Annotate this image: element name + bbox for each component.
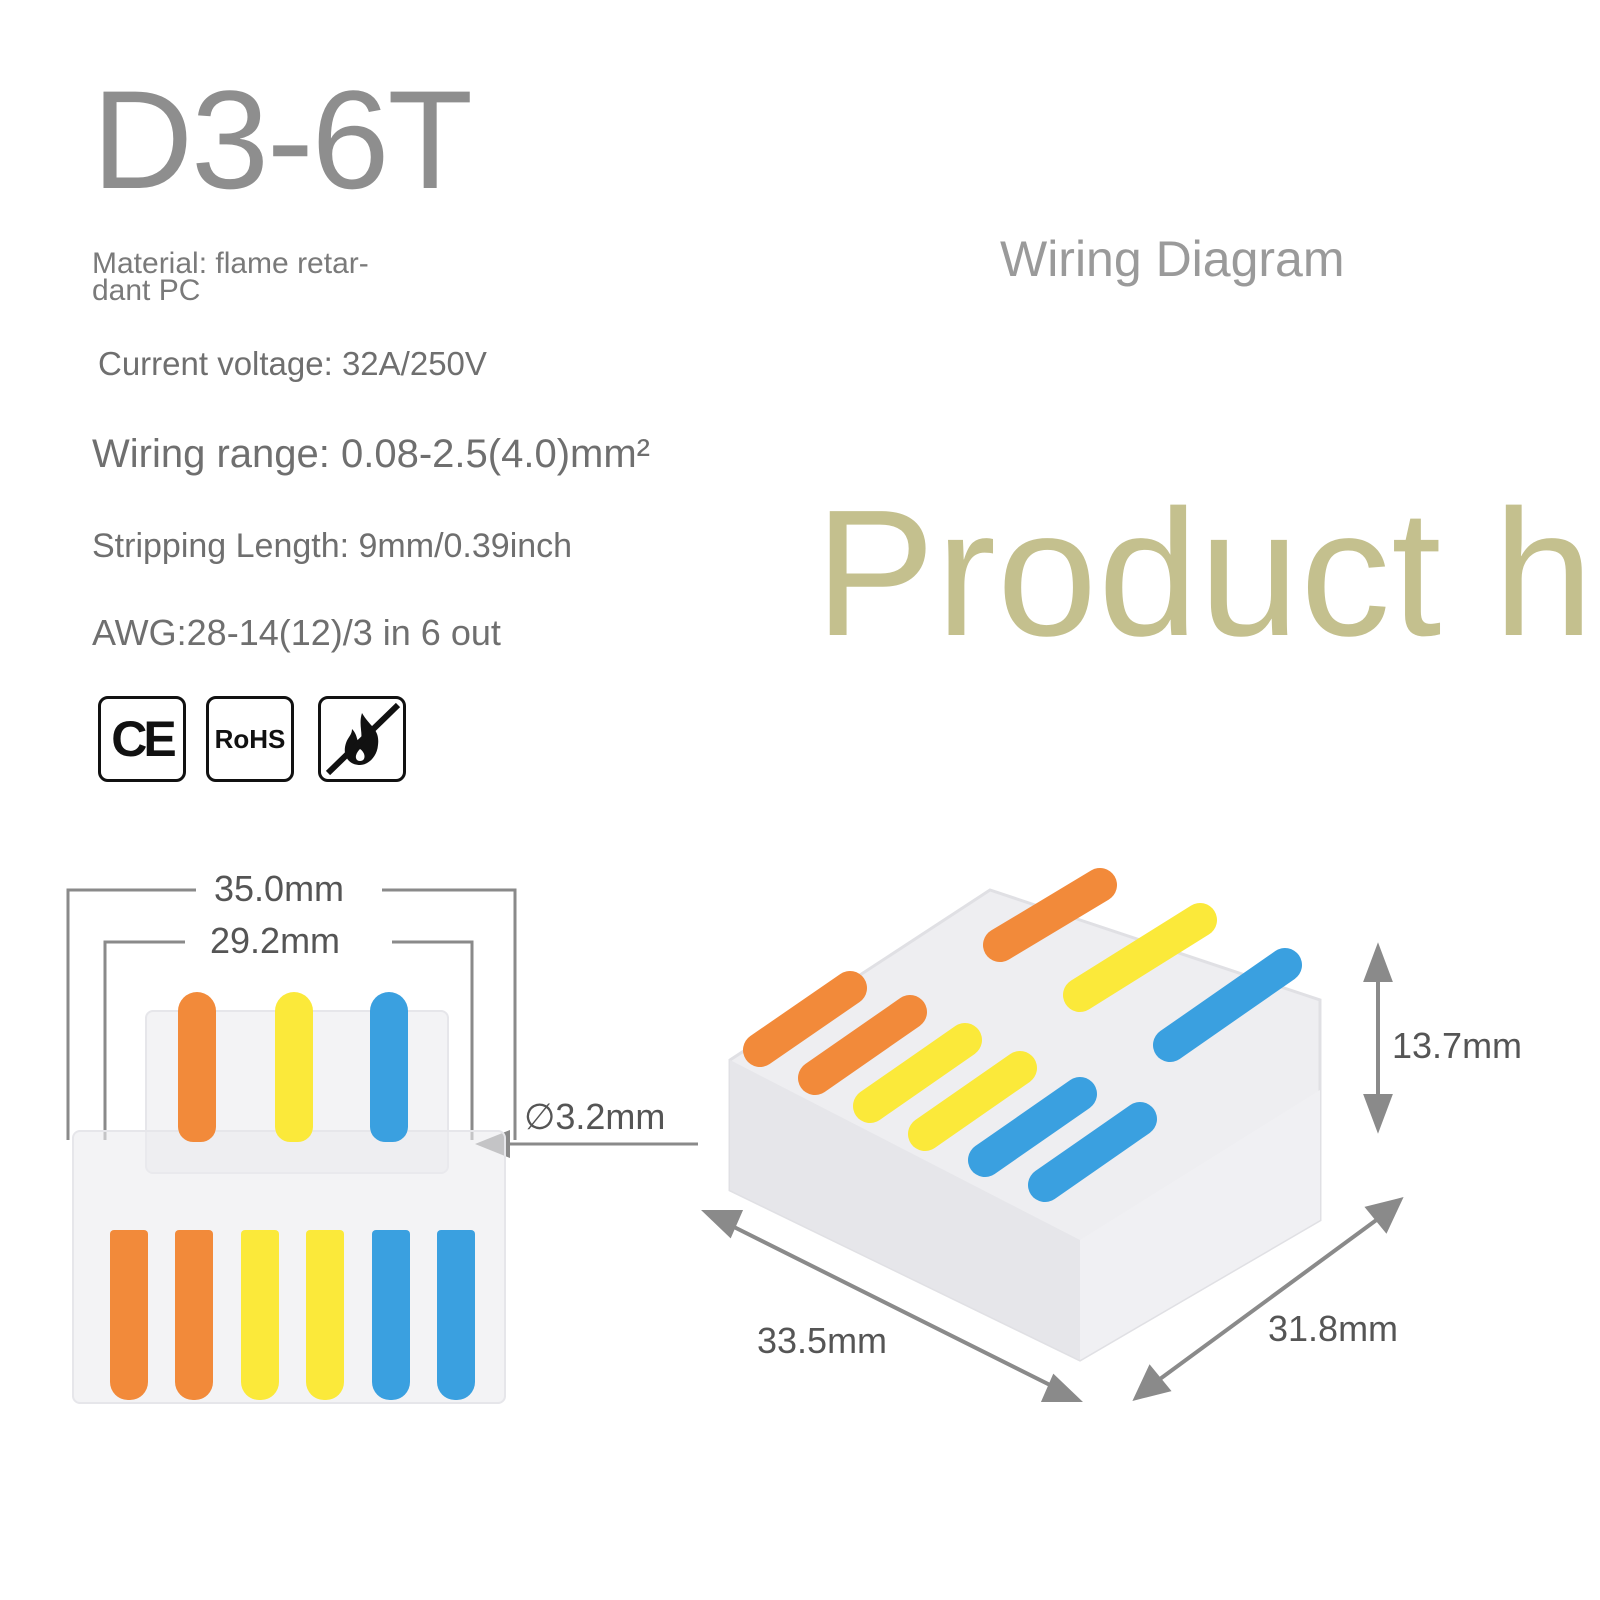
output-lever-orange-2 xyxy=(175,1230,213,1400)
hole-diameter-label: ∅3.2mm xyxy=(524,1096,666,1137)
input-lever-orange xyxy=(178,992,216,1142)
depth-label: 31.8mm xyxy=(1268,1308,1399,1349)
no-flame-icon xyxy=(325,702,401,776)
rohs-icon: RoHS xyxy=(206,696,294,782)
ce-mark-icon: CE xyxy=(98,696,186,782)
input-lever-yellow xyxy=(275,992,313,1142)
model-title: D3-6T xyxy=(92,61,473,218)
output-lever-blue-1 xyxy=(372,1230,410,1400)
product-watermark-text: Product h xyxy=(815,473,1595,674)
connector-3d-illustration xyxy=(701,868,1404,1402)
perspective-view-drawing: 13.7mm 33.5mm 31.8mm xyxy=(700,860,1600,1420)
spec-current-voltage: Current voltage: 32A/250V xyxy=(98,345,487,382)
spec-wiring-range: Wiring range: 0.08-2.5(4.0)mm² xyxy=(92,432,650,476)
output-lever-orange-1 xyxy=(110,1230,148,1400)
height-label: 13.7mm xyxy=(1392,1025,1523,1066)
wiring-diagram-label: Wiring Diagram xyxy=(1000,231,1345,287)
top-view-drawing: 35.0mm 29.2mm ∅3.2mm xyxy=(0,860,720,1420)
spec-material: Material: flame retar- dant PC xyxy=(92,247,369,307)
inner-width-label: 29.2mm xyxy=(210,920,341,961)
flame-retardant-icon xyxy=(318,696,406,782)
length-label: 33.5mm xyxy=(757,1320,888,1361)
output-lever-blue-2 xyxy=(437,1230,475,1400)
output-lever-yellow-2 xyxy=(306,1230,344,1400)
overall-width-label: 35.0mm xyxy=(214,868,345,909)
input-lever-blue xyxy=(370,992,408,1142)
spec-awg: AWG:28-14(12)/3 in 6 out xyxy=(92,612,501,653)
output-lever-yellow-1 xyxy=(241,1230,279,1400)
spec-stripping-length: Stripping Length: 9mm/0.39inch xyxy=(92,527,573,565)
